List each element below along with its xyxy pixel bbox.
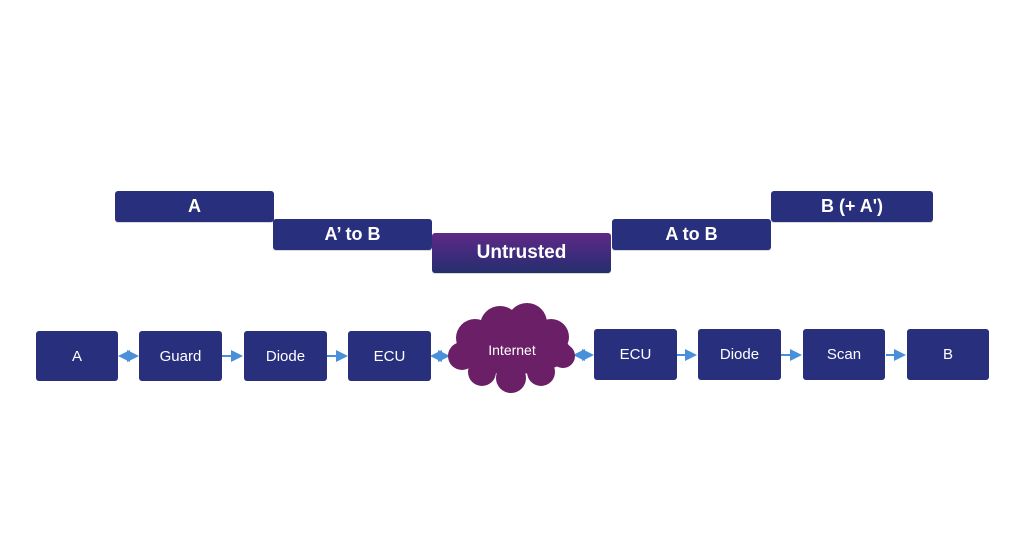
node-a-label: A — [71, 347, 82, 365]
node-b: B — [907, 329, 989, 380]
node-scan-label: Scan — [826, 346, 862, 363]
node-ecu-left: ECU — [348, 331, 431, 381]
node-b-label: B — [942, 346, 953, 363]
cloud-icon — [448, 303, 575, 393]
node-a: A — [36, 331, 118, 381]
node-scan: Scan — [803, 329, 885, 380]
bar-a-label: A — [188, 196, 201, 216]
bar-a-prime-to-b: A’ to B — [273, 219, 432, 250]
bar-b-plus-a-prime: B (+ A') — [771, 191, 933, 222]
bar-a: A — [115, 191, 274, 222]
node-diode-right: Diode — [698, 329, 781, 380]
bar-a-to-b: A to B — [612, 219, 771, 250]
cloud-label: Internet — [488, 342, 536, 358]
node-diode-left: Diode — [244, 331, 327, 381]
node-ecu-right: ECU — [594, 329, 677, 380]
node-diode-right-label: Diode — [719, 346, 760, 363]
node-diode-left-label: Diode — [265, 347, 306, 365]
bar-a-prime-to-b-label: A’ to B — [324, 224, 381, 244]
node-ecu-left-label: ECU — [373, 347, 406, 365]
bar-untrusted-label: Untrusted — [476, 242, 567, 263]
bar-untrusted: Untrusted — [432, 233, 611, 273]
node-guard-label: Guard — [159, 347, 202, 365]
node-guard: Guard — [139, 331, 222, 381]
bar-a-to-b-label: A to B — [665, 224, 718, 244]
node-ecu-right-label: ECU — [619, 346, 652, 363]
bar-b-plus-a-prime-label: B (+ A') — [820, 196, 884, 216]
